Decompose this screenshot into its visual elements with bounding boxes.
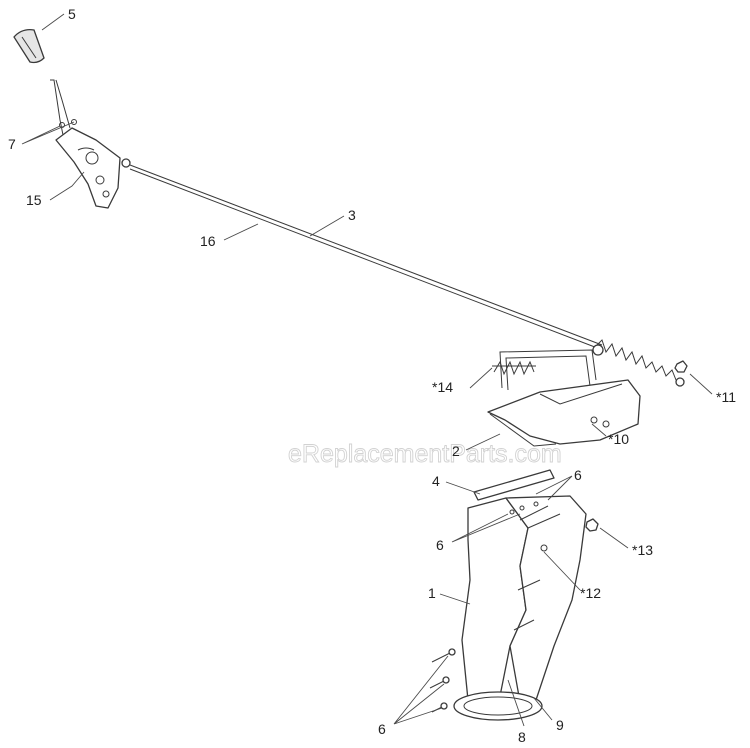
- deflector-2-part: [487, 349, 641, 447]
- callouts: 5 7 15 16 3 *14 *11 2 *10 4 6 6 *13 *12 …: [8, 6, 736, 745]
- callout-14: *14: [432, 379, 453, 395]
- callout-10: *10: [608, 431, 629, 447]
- spring-14-part: [492, 360, 536, 376]
- callout-6-left: 6: [436, 537, 444, 553]
- callout-12: *12: [580, 585, 601, 601]
- shift-lever-part: [50, 79, 131, 209]
- base-ring-9-part: [453, 691, 543, 721]
- callout-9: 9: [556, 717, 564, 733]
- leader-lines: [21, 13, 713, 727]
- callout-5: 5: [68, 6, 76, 22]
- bracket-4-part: [473, 469, 555, 501]
- knob-part: [13, 29, 45, 64]
- chute-body-1-part: [461, 495, 587, 719]
- callout-15: 15: [26, 192, 42, 208]
- nut-13-part: [585, 518, 599, 532]
- bolts-6-part: [429, 648, 456, 713]
- watermark: eReplacementParts.com: [288, 440, 562, 468]
- callout-4: 4: [432, 473, 440, 489]
- callout-13: *13: [632, 542, 653, 558]
- nut-11-part: [674, 360, 688, 373]
- callout-11: *11: [716, 389, 736, 405]
- callout-1: 1: [428, 585, 436, 601]
- callout-7: 7: [8, 136, 16, 152]
- chute-cable-part: [129, 164, 685, 387]
- callout-3: 3: [348, 207, 356, 223]
- callout-16: 16: [200, 233, 216, 249]
- callout-6-bottom: 6: [378, 721, 386, 737]
- callout-2: 2: [452, 443, 460, 459]
- callout-6-top: 6: [574, 467, 582, 483]
- callout-8: 8: [518, 729, 526, 745]
